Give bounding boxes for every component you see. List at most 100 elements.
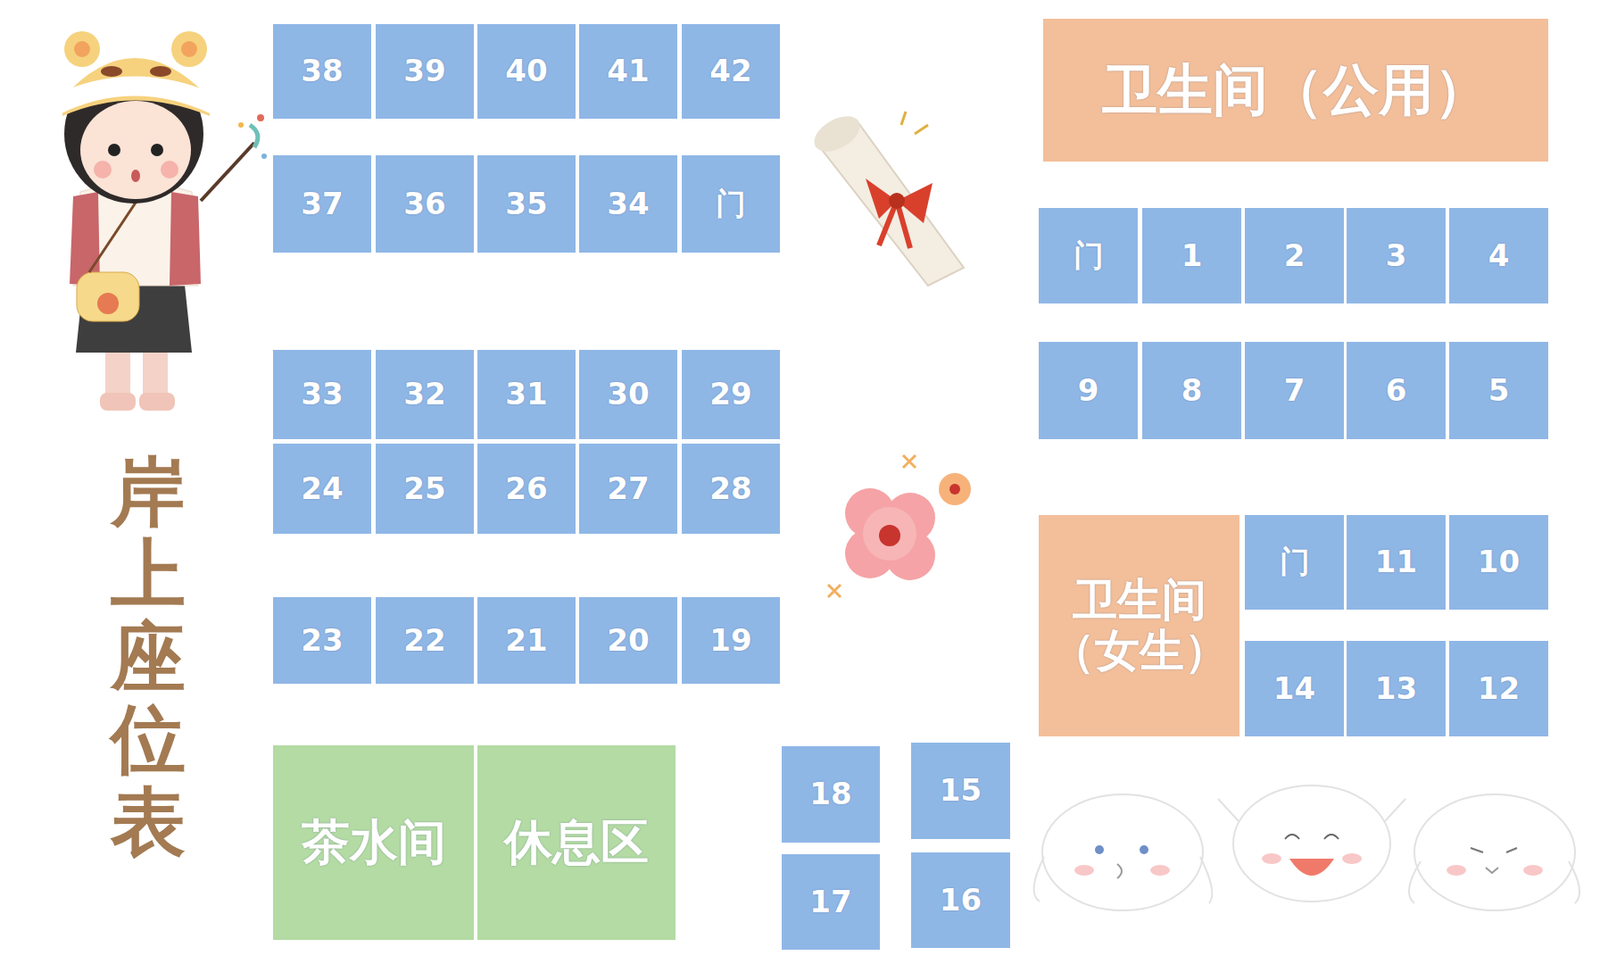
- box-label: 16: [939, 882, 982, 918]
- box-label: 卫生间 （女生）: [1045, 574, 1233, 678]
- box-label: 11: [1375, 544, 1418, 580]
- box-label: 6: [1385, 373, 1408, 408]
- box-label: 8: [1181, 373, 1203, 408]
- box-label: 22: [403, 622, 446, 658]
- box-label: 25: [403, 471, 446, 506]
- seat-box: 25: [375, 443, 474, 534]
- box-label: 23: [300, 622, 343, 658]
- box-label: 31: [505, 376, 548, 412]
- box-label: 卫生间（公用）: [1102, 58, 1490, 122]
- box-label: 26: [505, 471, 548, 506]
- seat-box: 10: [1449, 514, 1549, 610]
- box-label: 40: [505, 53, 548, 89]
- restroom-box: 卫生间（公用）: [1043, 18, 1549, 162]
- seat-box: 27: [579, 443, 678, 534]
- girl-illustration: [55, 31, 267, 411]
- seat-box: 33: [273, 349, 372, 440]
- seat-box: 门: [681, 155, 780, 253]
- seat-box: 17: [781, 853, 880, 950]
- box-label: 15: [939, 772, 982, 808]
- box-label: 35: [505, 186, 548, 222]
- seat-box: 16: [911, 852, 1011, 948]
- box-label: 42: [709, 53, 752, 89]
- box-label: 门: [1073, 238, 1104, 274]
- box-label: 28: [709, 471, 752, 506]
- seat-box: 门: [1244, 514, 1344, 610]
- seat-box: 15: [911, 742, 1011, 839]
- seat-box: 26: [477, 443, 576, 534]
- seat-box: 29: [681, 349, 780, 440]
- box-label: 10: [1477, 544, 1520, 580]
- box-label: 32: [403, 376, 446, 412]
- seat-box: 14: [1244, 640, 1344, 737]
- seat-box: 5: [1449, 341, 1549, 440]
- seat-box: 4: [1449, 207, 1549, 304]
- box-label: 4: [1488, 238, 1510, 274]
- seat-box: 22: [375, 596, 474, 684]
- box-label: 13: [1375, 671, 1418, 706]
- box-label: 39: [403, 53, 446, 89]
- seat-box: 8: [1142, 341, 1242, 440]
- box-label: 29: [709, 376, 752, 412]
- box-label: 12: [1477, 671, 1520, 706]
- seat-box: 12: [1449, 640, 1549, 737]
- box-label: 门: [715, 186, 747, 222]
- box-label: 3: [1385, 238, 1408, 274]
- box-label: 37: [300, 186, 343, 222]
- seat-box: 41: [579, 24, 678, 119]
- box-label: 茶水间: [301, 814, 447, 871]
- box-label: 20: [606, 622, 649, 658]
- box-label: 7: [1284, 373, 1306, 408]
- seat-box: 13: [1346, 640, 1446, 737]
- seat-box: 7: [1244, 341, 1344, 440]
- seat-box: 36: [375, 155, 474, 253]
- flower-illustration: [828, 455, 971, 597]
- seat-box: 19: [681, 596, 780, 684]
- box-label: 21: [505, 622, 548, 658]
- seat-box: 39: [375, 24, 474, 119]
- seat-box: 3: [1346, 207, 1446, 304]
- box-label: 休息区: [504, 814, 649, 871]
- seat-box: 门: [1038, 207, 1138, 304]
- box-label: 24: [300, 471, 343, 506]
- seat-box: 9: [1038, 341, 1138, 440]
- seat-box: 28: [681, 443, 780, 534]
- seat-box: 6: [1346, 341, 1446, 440]
- seat-box: 38: [273, 24, 372, 119]
- box-label: 14: [1273, 671, 1316, 706]
- room-box: 休息区: [477, 745, 676, 940]
- box-label: 1: [1181, 238, 1203, 274]
- restroom-box: 卫生间 （女生）: [1038, 514, 1240, 737]
- seat-box: 24: [273, 443, 372, 534]
- seat-box: 1: [1142, 207, 1242, 304]
- box-label: 门: [1279, 544, 1310, 580]
- chart-title: 岸上座位表: [110, 450, 186, 863]
- seat-box: 2: [1244, 207, 1344, 304]
- seat-box: 11: [1346, 514, 1446, 610]
- box-label: 9: [1077, 373, 1100, 408]
- box-label: 2: [1284, 238, 1306, 274]
- box-label: 36: [403, 186, 446, 222]
- seat-box: 20: [579, 596, 678, 684]
- box-label: 5: [1488, 373, 1510, 408]
- seat-box: 21: [477, 596, 576, 684]
- sheep-illustration: [1034, 785, 1581, 911]
- room-box: 茶水间: [273, 745, 474, 940]
- box-label: 27: [606, 471, 649, 506]
- seat-box: 37: [273, 155, 372, 253]
- seat-box: 35: [477, 155, 576, 253]
- seat-box: 18: [781, 746, 880, 843]
- seat-box: 32: [375, 349, 474, 440]
- seat-box: 31: [477, 349, 576, 440]
- seat-box: 40: [477, 24, 576, 119]
- seat-box: 30: [579, 349, 678, 440]
- box-label: 33: [300, 376, 343, 412]
- scroll-illustration: [808, 108, 964, 286]
- box-label: 38: [300, 53, 343, 89]
- box-label: 19: [709, 622, 752, 658]
- box-label: 18: [809, 776, 852, 812]
- seat-box: 34: [579, 155, 678, 253]
- seat-box: 42: [681, 24, 780, 119]
- box-label: 30: [606, 376, 649, 412]
